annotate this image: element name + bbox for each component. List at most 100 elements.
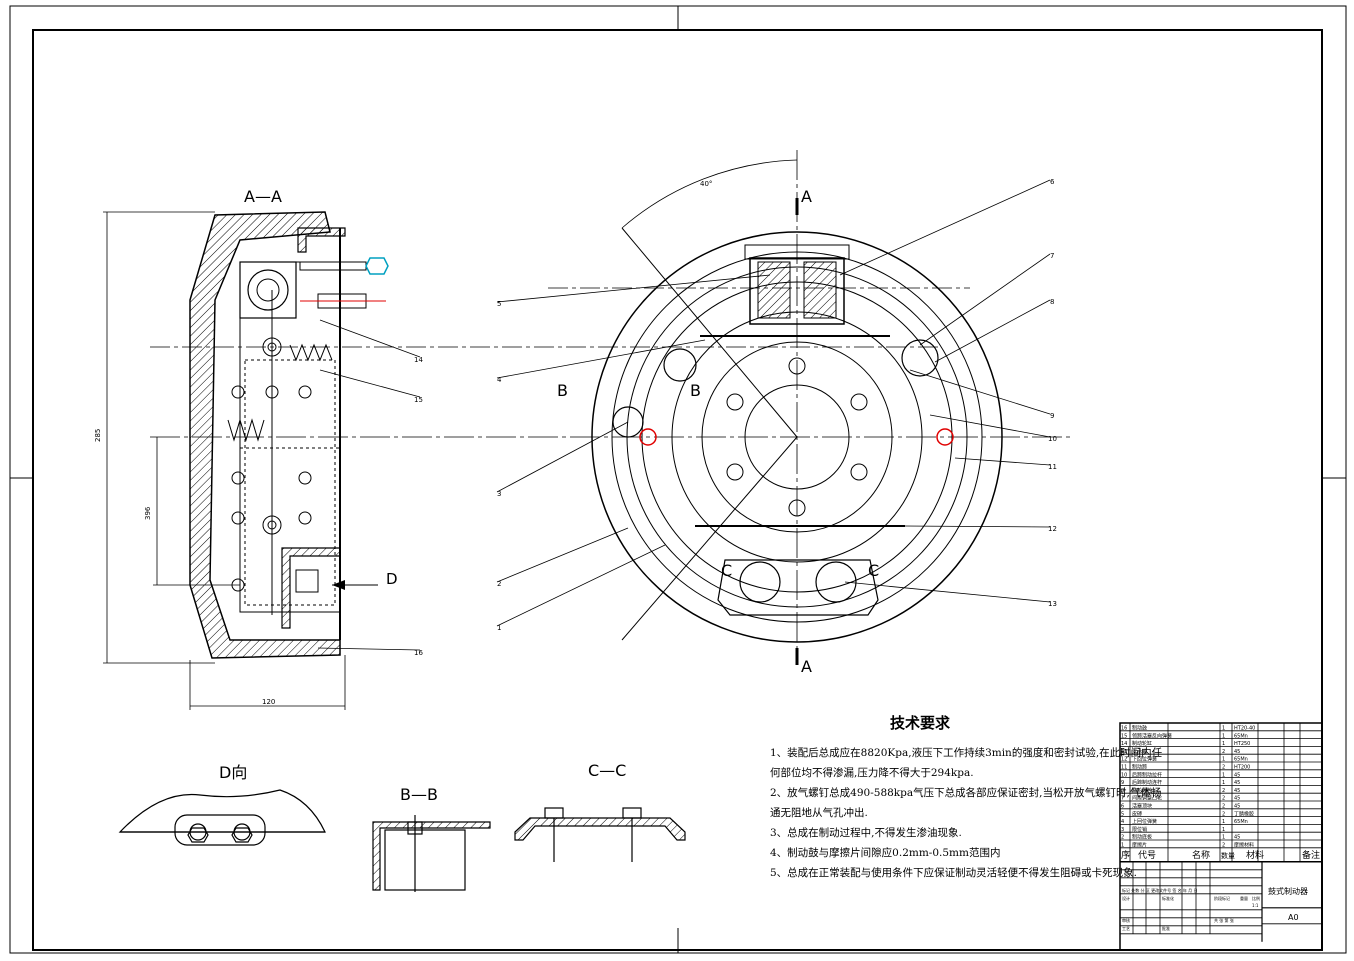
pin-left-red	[639, 428, 657, 446]
bom-row-material: 65Mn	[1234, 757, 1248, 763]
bom-row-qty: 1	[1222, 757, 1225, 763]
cc-view-title: C—C	[588, 761, 626, 780]
bom-row-qty: 1	[1222, 780, 1225, 786]
bom-row-qty: 1	[1222, 772, 1225, 778]
bom-row-name: 后蹄制动拉杆	[1132, 771, 1162, 778]
bom-row-no: 13	[1121, 749, 1127, 755]
dim-396-text: 396	[144, 506, 152, 520]
anchor-block	[717, 559, 879, 616]
bom-header-note: 备注	[1302, 849, 1320, 861]
tech-item-2a: 2、放气螺钉总成490-588kpa气压下总成各部应保证密封,当松开放气螺钉时,…	[770, 787, 1162, 799]
bom-header-qty: 数量	[1221, 851, 1235, 860]
d-view-nut-left	[187, 827, 209, 843]
d-arrow-head	[332, 580, 345, 590]
bom-header-code: 代号	[1138, 850, 1156, 861]
tech-item-4: 4、制动鼓与摩擦片间隙应0.2mm-0.5mm范围内	[770, 847, 1001, 859]
title-sheets: 共 张 第 张	[1214, 917, 1234, 923]
bom-row-qty: 1	[1222, 827, 1225, 833]
bom-row-no: 10	[1121, 772, 1127, 778]
drum-section-hatch	[189, 211, 341, 659]
leader-16	[317, 647, 421, 651]
anchor-pin-left	[739, 561, 781, 603]
front-section-marks: A A B B C C	[557, 187, 879, 676]
bb-view-title: B—B	[400, 785, 438, 804]
bom-row-material: 65Mn	[1234, 733, 1248, 739]
bb-view	[372, 815, 491, 892]
bom-row-name: 限位销	[1132, 826, 1147, 833]
callout-4: 4	[497, 376, 502, 384]
bom-row-no: 12	[1121, 757, 1127, 763]
callout-12: 12	[1048, 525, 1057, 533]
bom-row-material: 45	[1234, 835, 1240, 841]
c-mark-left: C	[721, 561, 732, 580]
title-weight: 重量	[1240, 895, 1248, 901]
bom-row-qty: 1	[1222, 726, 1225, 732]
drawing-size: A0	[1288, 913, 1299, 922]
bom-row-no: 8	[1121, 788, 1124, 794]
bom-row-material: 45	[1234, 772, 1240, 778]
title-process: 工艺	[1122, 926, 1130, 931]
bom-row-material: 45	[1234, 780, 1240, 786]
callout-1: 1	[497, 624, 501, 632]
d-view	[118, 789, 326, 846]
callout-6: 6	[1050, 178, 1055, 186]
bom-row-no: 3	[1121, 827, 1124, 833]
bom-row-no: 7	[1121, 796, 1124, 802]
a-mark-top: A	[801, 187, 812, 206]
bom-row-qty: 1	[1222, 733, 1225, 739]
bom-row-qty: 1	[1222, 819, 1225, 825]
cam-right	[901, 339, 939, 377]
callout-5: 5	[497, 300, 501, 308]
bom-row-name: 凸轮螺栓	[1132, 787, 1152, 794]
bom-row-name: 后蹄制动连杆	[1132, 779, 1162, 786]
bom-row-no: 14	[1121, 741, 1127, 747]
angle-arc	[621, 159, 798, 229]
wheel-cylinder-piston	[256, 278, 280, 302]
d-marker: D	[386, 570, 398, 588]
front-view	[150, 150, 1051, 665]
bom-row-name: 下回位弹簧	[1132, 756, 1157, 763]
bom-row-name: 支承销	[1132, 748, 1147, 755]
c-mark-right: C	[868, 561, 879, 580]
pin-right-red	[936, 428, 954, 446]
bom-row-no: 5	[1121, 811, 1124, 817]
tech-requirements-title: 技术要求	[890, 714, 951, 732]
cc-view-bolt-left	[544, 807, 564, 819]
section-aa-view: 14 15 16 285 396 120 A—A D	[94, 187, 1070, 710]
angle-line	[621, 227, 798, 438]
bom-row-name: 皮磗	[1132, 810, 1142, 817]
title-stage: 阶段标记	[1214, 895, 1230, 901]
nut-cyan	[365, 257, 389, 275]
callout-11: 11	[1048, 463, 1057, 471]
bom-row-no: 11	[1121, 765, 1127, 771]
leader-14	[319, 319, 421, 358]
bom-header-no: 序	[1121, 849, 1130, 861]
bom-row-name: 活塞顶块	[1132, 803, 1152, 810]
tech-item-5: 5、总成在正常装配与使用条件下应保证制动灵活轻便不得发生阻碍或卡死现象.	[770, 867, 1138, 879]
bb-view-hatch	[372, 821, 491, 891]
tech-item-1a: 1、装配后总成应在8820Kpa,液压下工作持续3min的强度和密封试验,在此时…	[770, 747, 1163, 759]
upper-bolt	[299, 261, 367, 271]
tech-item-1b: 何部位均不得渗漏,压力降不得大于294kpa.	[770, 767, 974, 779]
wheel-cylinder-bore	[247, 269, 289, 311]
bom-row-no: 16	[1121, 726, 1127, 732]
bom-row-qty: 2	[1222, 796, 1225, 802]
bom-row-qty: 2	[1222, 811, 1225, 817]
title-revision-row: 标记 处数 分 区 更改文件号 签 名 年 月 日	[1122, 887, 1197, 893]
section-aa-dashes	[240, 359, 340, 606]
drawing-title: 鼓式制动器	[1268, 886, 1308, 896]
bom-row-name: 领蹄活塞反向弹簧	[1132, 732, 1172, 739]
callout-9: 9	[1050, 412, 1054, 420]
bom-header-name: 名称	[1192, 849, 1210, 861]
bom-row-material: 65Mn	[1234, 819, 1248, 825]
angle-line-2	[621, 436, 798, 641]
bom-row-material: 45	[1234, 788, 1240, 794]
angle-label: 40°	[700, 180, 712, 188]
anchor-pin-right	[815, 561, 857, 603]
callout-8: 8	[1050, 298, 1054, 306]
bom-row-name: 制动轮缸	[1132, 740, 1152, 747]
bom-row-qty: 2	[1222, 788, 1225, 794]
stop-pin	[612, 406, 644, 438]
